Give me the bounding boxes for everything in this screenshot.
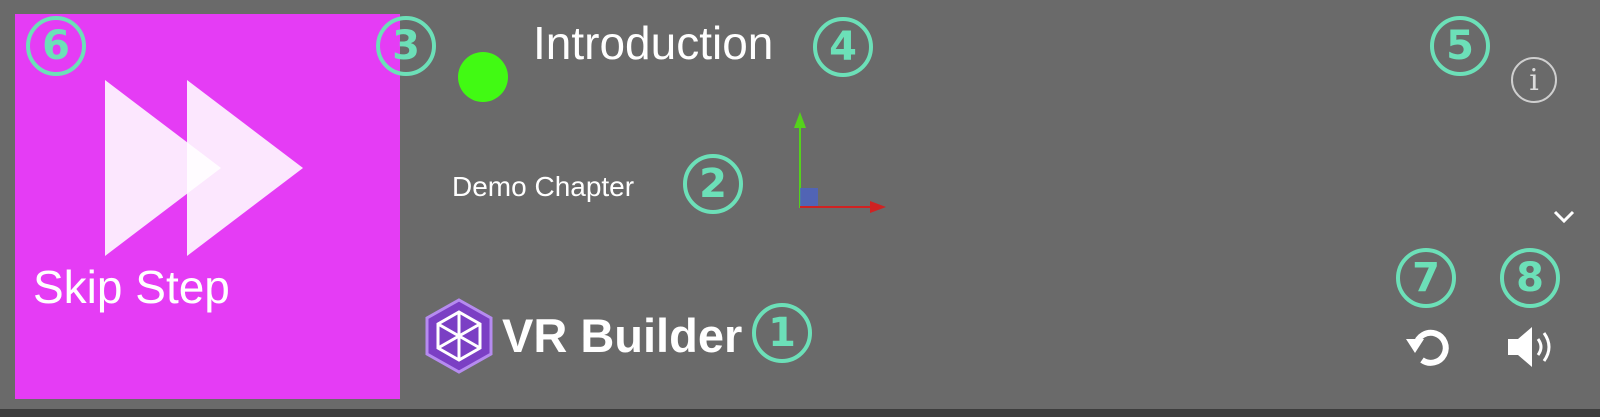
brand-name: VR Builder [502, 309, 743, 362]
restart-button[interactable] [1404, 323, 1454, 373]
callout-1: 1 [752, 303, 812, 363]
sound-button[interactable] [1506, 325, 1556, 369]
skip-step-label: Skip Step [33, 261, 230, 313]
skip-step-button[interactable]: Skip Step [15, 14, 400, 399]
callout-5: 5 [1430, 16, 1490, 76]
fast-forward-icon [105, 80, 303, 256]
bottom-strip [0, 409, 1600, 417]
info-button[interactable]: i [1511, 57, 1557, 103]
callout-4: 4 [813, 17, 873, 77]
step-status-indicator [458, 52, 508, 102]
info-icon: i [1529, 62, 1539, 98]
callout-7: 7 [1396, 248, 1456, 308]
vr-builder-logo-icon [425, 298, 493, 374]
callout-6: 6 [26, 16, 86, 76]
callout-3: 3 [376, 16, 436, 76]
chapter-label: Demo Chapter [452, 171, 635, 202]
chevron-down-icon[interactable] [1552, 209, 1576, 225]
transform-gizmo-icon [794, 112, 886, 213]
callout-8: 8 [1500, 248, 1560, 308]
callout-2: 2 [683, 154, 743, 214]
step-title: Introduction [533, 17, 774, 69]
